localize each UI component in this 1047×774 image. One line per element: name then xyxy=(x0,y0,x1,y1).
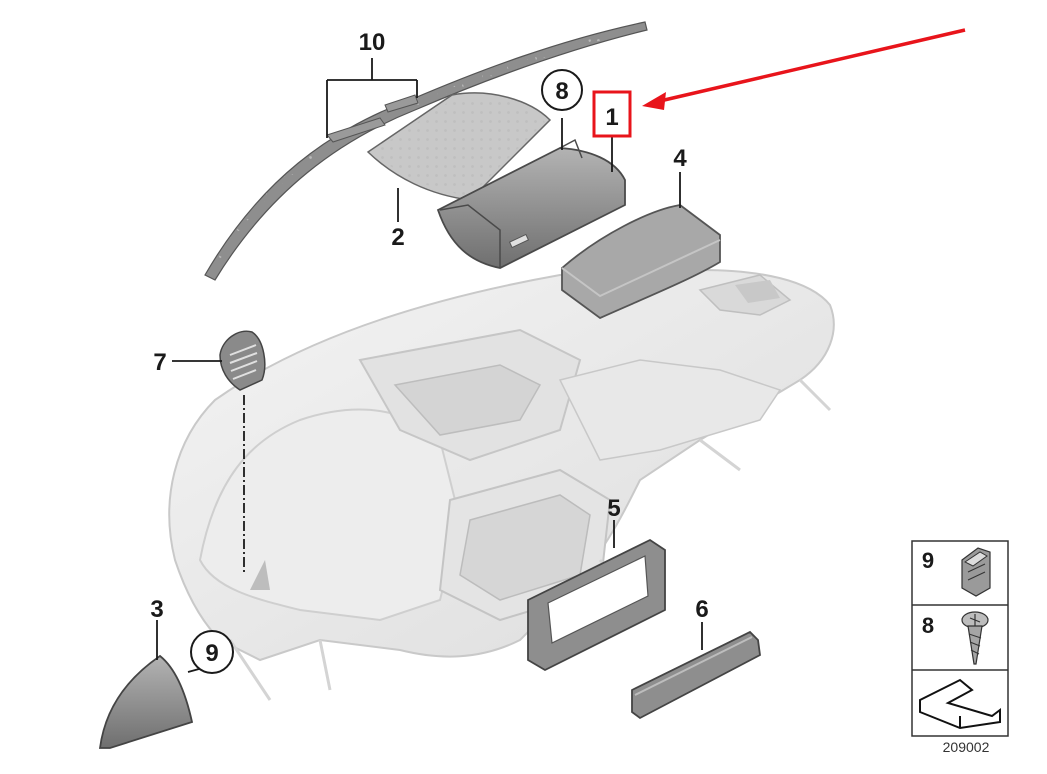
clip-icon xyxy=(961,547,991,597)
part-4-trim-panel xyxy=(561,204,721,320)
callout-4: 4 xyxy=(673,145,687,172)
dashboard-body xyxy=(168,268,835,701)
leader-10 xyxy=(326,58,418,138)
part-1-airbag-module xyxy=(436,138,626,269)
callout-2: 2 xyxy=(391,224,404,251)
callout-7: 7 xyxy=(153,349,166,376)
legend-label-9: 9 xyxy=(922,548,934,573)
part-7-side-vent xyxy=(219,330,266,391)
legend-box: 9 8 209002 xyxy=(911,540,1009,755)
callout-8: 8 xyxy=(555,78,568,105)
legend-label-8: 8 xyxy=(922,613,934,638)
callout-9-circle xyxy=(190,630,234,674)
part-10-defroster-vent xyxy=(204,21,648,281)
screw-icon xyxy=(961,611,989,665)
part-6-strip-trim xyxy=(631,630,761,720)
diagram-number: 209002 xyxy=(943,739,990,755)
wedge-icon xyxy=(919,678,1001,730)
callout-labels: 10 2 8 1 4 7 5 6 3 9 xyxy=(150,29,709,674)
part-2-cover-panel xyxy=(366,92,552,201)
part-5-frame-trim xyxy=(527,538,666,672)
callout-8-circle xyxy=(541,69,583,111)
callout-9: 9 xyxy=(205,640,218,667)
callout-5: 5 xyxy=(607,495,620,522)
callout-6: 6 xyxy=(695,596,708,623)
highlight-arrow xyxy=(642,28,966,110)
callout-1-highlight-box xyxy=(592,90,632,138)
callout-10: 10 xyxy=(359,29,386,56)
part-3-end-cap xyxy=(98,654,194,749)
callout-3: 3 xyxy=(150,596,163,623)
callout-1: 1 xyxy=(605,104,618,131)
